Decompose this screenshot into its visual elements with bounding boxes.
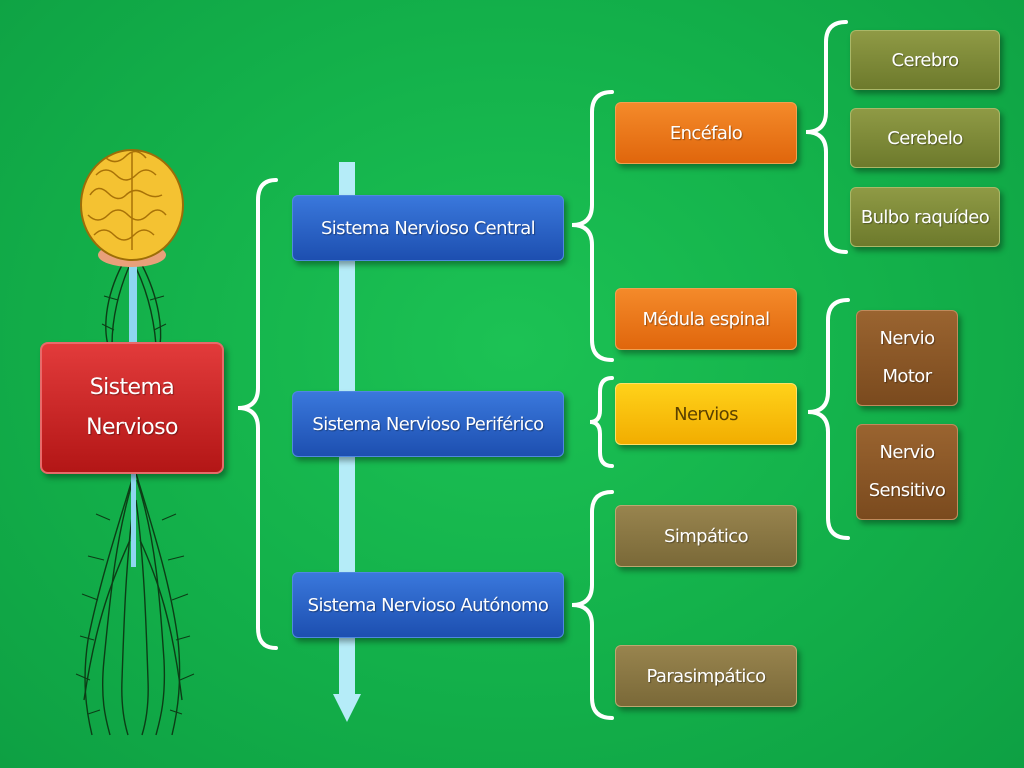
brace-autonomo xyxy=(571,490,614,720)
node-encefalo: Encéfalo xyxy=(615,102,797,164)
node-sistema-nervioso-autonomo: Sistema Nervioso Autónomo xyxy=(292,572,564,638)
brain-spinal-cord-illustration xyxy=(75,149,195,736)
brace-central xyxy=(571,90,614,362)
node-parasimpatico: Parasimpático xyxy=(615,645,797,707)
brace-nervios xyxy=(807,298,850,540)
node-medula-espinal: Médula espinal xyxy=(615,288,797,350)
node-sistema-nervioso-central: Sistema Nervioso Central xyxy=(292,195,564,261)
node-simpatico: Simpático xyxy=(615,505,797,567)
node-bulbo-raquideo: Bulbo raquídeo xyxy=(850,187,1000,247)
nerve-branches xyxy=(75,295,195,715)
node-nervios: Nervios xyxy=(615,383,797,445)
brace-root xyxy=(237,178,278,650)
spinal-cord-upper xyxy=(129,255,137,345)
brace-periferico xyxy=(589,376,614,468)
brain-folds xyxy=(87,150,167,250)
node-sistema-nervioso-periferico: Sistema Nervioso Periférico xyxy=(292,391,564,457)
node-cerebro: Cerebro xyxy=(850,30,1000,90)
root-node-sistema-nervioso: Sistema Nervioso xyxy=(40,342,224,474)
node-cerebelo: Cerebelo xyxy=(850,108,1000,168)
node-nervio-motor: Nervio Motor xyxy=(856,310,958,406)
spinal-cord-lower xyxy=(131,472,136,567)
nerve-fibers xyxy=(83,259,183,736)
node-nervio-sensitivo: Nervio Sensitivo xyxy=(856,424,958,520)
brace-encefalo xyxy=(805,20,848,254)
